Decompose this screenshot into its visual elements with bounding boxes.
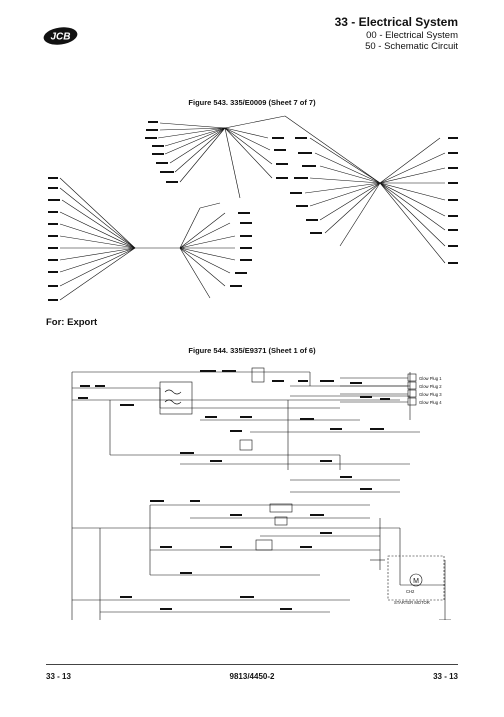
svg-text:M: M: [413, 578, 419, 585]
relay-box: [159, 381, 193, 415]
footer-rule: [46, 664, 458, 665]
harness-hub-2: [304, 137, 446, 264]
subsection-title: 50 - Schematic Circuit: [365, 41, 458, 52]
page-header: 33 - Electrical System 00 - Electrical S…: [335, 14, 458, 52]
glow-plug-1-label: Glow Plug 1: [419, 376, 442, 381]
glow-plug-3-label: Glow Plug 3: [419, 392, 442, 397]
logo-text: JCB: [50, 32, 70, 43]
document-number: 9813/4450-2: [229, 672, 275, 681]
fuse-block: [269, 503, 293, 513]
chapter-title: 33 - Electrical System: [334, 15, 458, 29]
starter-code-label: CH2: [406, 589, 415, 594]
harness-hub-1: [157, 115, 381, 199]
glow-plug-symbols: [407, 373, 417, 406]
starter-motor-box: [387, 555, 445, 601]
page-number-right: 33 - 13: [433, 672, 458, 681]
fuse-box: [251, 367, 265, 383]
relay-small: [239, 439, 253, 451]
section-title: 00 - Electrical System: [366, 30, 458, 41]
jcb-logo: JCB: [43, 27, 78, 45]
starter-motor-label: STARTER MOTOR: [394, 600, 430, 605]
figure-544-caption: Figure 544. 335/E9371 (Sheet 1 of 6): [188, 346, 316, 355]
connector-box: [255, 539, 273, 551]
figure-543-schematic: [48, 115, 458, 301]
fuse-small: [274, 516, 288, 526]
glow-plug-2-label: Glow Plug 2: [419, 384, 442, 389]
figure-544-schematic: M Glow Plug 1 Glow Plug 2 Glow Plug 3 Gl…: [71, 367, 451, 620]
glow-plug-4-label: Glow Plug 4: [419, 400, 442, 405]
section-label-export: For: Export: [46, 317, 98, 328]
page-number-left: 33 - 13: [46, 672, 71, 681]
harness-hub-3: [59, 177, 221, 301]
harness-hub-4: [179, 212, 236, 299]
figure-543-caption: Figure 543. 335/E0009 (Sheet 7 of 7): [188, 98, 316, 107]
